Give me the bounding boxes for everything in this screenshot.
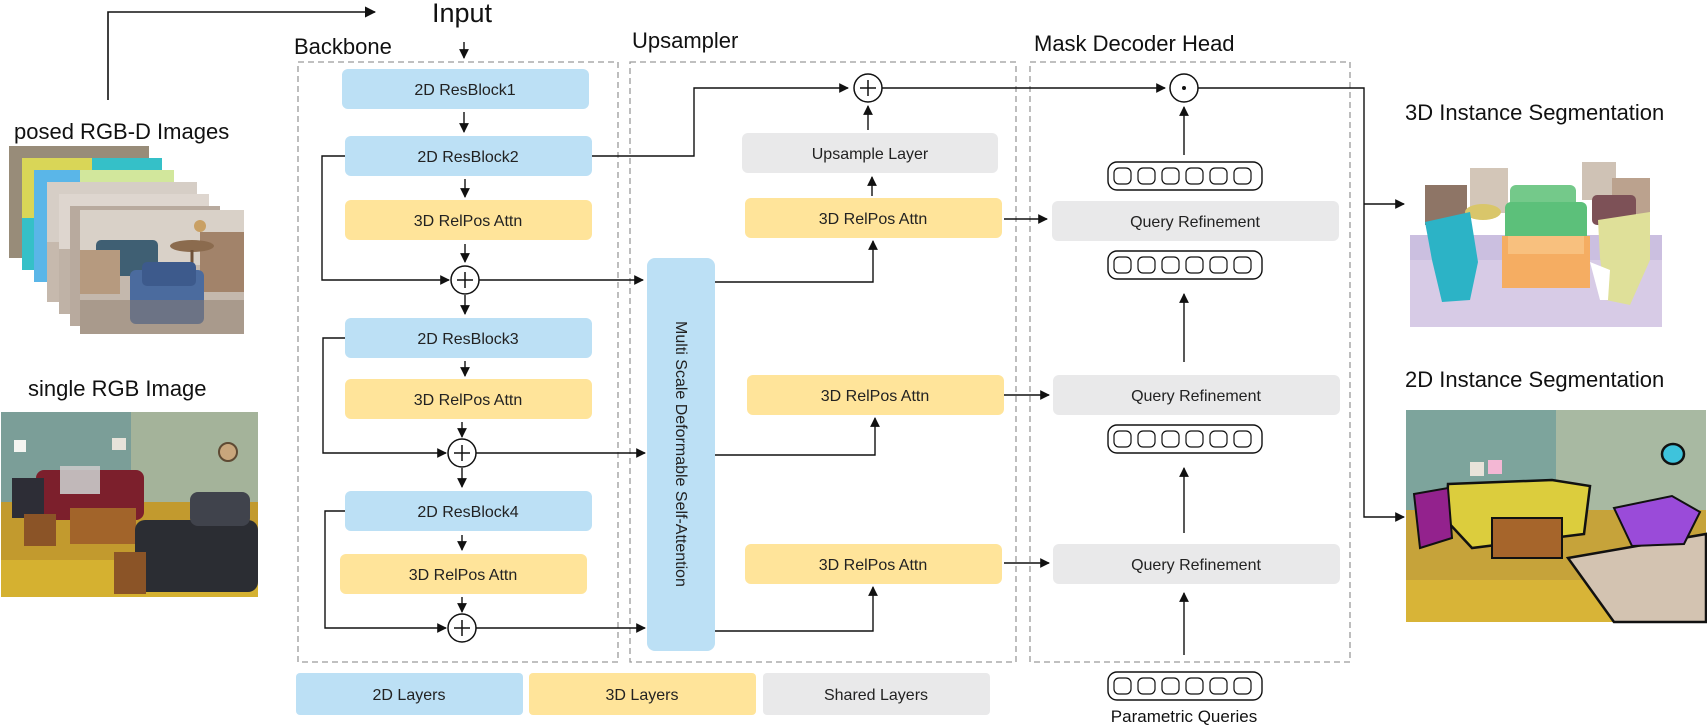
svg-text:Upsample Layer: Upsample Layer <box>812 146 929 163</box>
legend-3d-layers: 3D Layers <box>529 673 756 715</box>
input-feed-arrow <box>107 6 377 100</box>
mask-decoder-section <box>1029 61 1351 663</box>
backbone-title: Backbone <box>294 34 392 59</box>
single-rgb-photo <box>1 412 258 597</box>
backbone-sum-1 <box>450 265 480 295</box>
svg-text:Multi Scale Deformable Self-At: Multi Scale Deformable Self-Attention <box>672 321 689 587</box>
svg-text:2D Layers: 2D Layers <box>373 687 446 704</box>
svg-text:3D RelPos Attn: 3D RelPos Attn <box>414 213 523 230</box>
backbone-block-resblock2: 2D ResBlock2 <box>345 136 592 176</box>
posed-rgb-photo <box>80 210 244 334</box>
upsampler-attn-mid: 3D RelPos Attn <box>747 375 1004 415</box>
seg2d-image <box>1406 410 1707 624</box>
svg-text:3D RelPos Attn: 3D RelPos Attn <box>414 392 523 409</box>
upsampler-section <box>629 61 1017 663</box>
query-tokens-2 <box>1107 250 1263 280</box>
backbone-sum-3 <box>447 613 477 643</box>
single-image-label: single RGB Image <box>28 376 207 401</box>
query-refinement-3: Query Refinement <box>1053 544 1340 584</box>
svg-text:2D ResBlock2: 2D ResBlock2 <box>417 149 518 166</box>
backbone-block-resblock3: 2D ResBlock3 <box>345 318 592 358</box>
backbone-sum-2 <box>447 438 477 468</box>
svg-text:3D Layers: 3D Layers <box>606 687 679 704</box>
parametric-queries-label: Parametric Queries <box>1111 707 1257 726</box>
query-refinement-1: Query Refinement <box>1052 201 1339 241</box>
seg3d-image <box>1410 162 1662 327</box>
legend-2d-layers: 2D Layers <box>296 673 523 715</box>
parametric-queries-tokens <box>1107 671 1263 701</box>
query-tokens-3 <box>1107 424 1263 454</box>
msdsa-block: Multi Scale Deformable Self-Attention <box>647 258 715 651</box>
diagram-title: Input <box>432 0 493 28</box>
upsample-layer: Upsample Layer <box>742 133 998 173</box>
upsampler-title: Upsampler <box>632 28 738 53</box>
svg-text:Query Refinement: Query Refinement <box>1131 388 1261 405</box>
svg-text:Query Refinement: Query Refinement <box>1131 557 1261 574</box>
backbone-block-attn1: 3D RelPos Attn <box>345 200 592 240</box>
svg-text:3D RelPos Attn: 3D RelPos Attn <box>819 211 928 228</box>
svg-text:3D RelPos Attn: 3D RelPos Attn <box>821 388 930 405</box>
svg-text:3D RelPos Attn: 3D RelPos Attn <box>409 567 518 584</box>
query-tokens-1 <box>1107 161 1263 191</box>
seg2d-label: 2D Instance Segmentation <box>1405 367 1664 392</box>
legend-shared-layers: Shared Layers <box>763 673 990 715</box>
backbone-section <box>297 61 619 663</box>
upsampler-attn-bot: 3D RelPos Attn <box>745 544 1002 584</box>
backbone-block-attn2: 3D RelPos Attn <box>345 379 592 419</box>
query-refinement-2: Query Refinement <box>1053 375 1340 415</box>
svg-text:Shared Layers: Shared Layers <box>824 687 928 704</box>
mask-decoder-title: Mask Decoder Head <box>1034 31 1235 56</box>
svg-text:2D ResBlock1: 2D ResBlock1 <box>414 82 515 99</box>
svg-text:Query Refinement: Query Refinement <box>1130 214 1260 231</box>
upsampler-sum <box>853 73 883 103</box>
backbone-block-attn3: 3D RelPos Attn <box>340 554 587 594</box>
upsampler-attn-top: 3D RelPos Attn <box>745 198 1002 238</box>
seg3d-label: 3D Instance Segmentation <box>1405 100 1664 125</box>
svg-text:2D ResBlock3: 2D ResBlock3 <box>417 331 518 348</box>
backbone-block-resblock4: 2D ResBlock4 <box>345 491 592 531</box>
dot-product-node <box>1169 73 1199 103</box>
svg-text:3D RelPos Attn: 3D RelPos Attn <box>819 557 928 574</box>
backbone-block-resblock1: 2D ResBlock1 <box>342 69 589 109</box>
posed-images-label: posed RGB-D Images <box>14 119 229 144</box>
svg-text:2D ResBlock4: 2D ResBlock4 <box>417 504 518 521</box>
